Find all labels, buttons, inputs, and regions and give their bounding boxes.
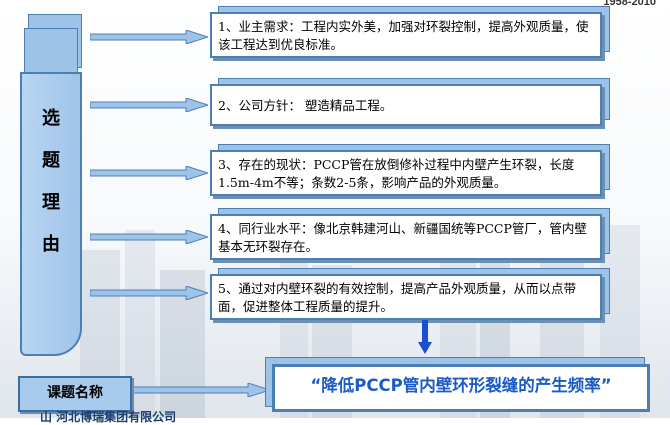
title-arrow-icon (130, 383, 270, 397)
footer-company: 山 河北博瑞集团有限公司 (40, 410, 177, 424)
down-arrow-icon (418, 320, 432, 354)
item-3-box: 3、存在的现状：PCCP管在放倒修补过程中内壁产生环裂，长度1.5m-4m不等；… (210, 150, 602, 196)
item-3-text: 3、存在的现状：PCCP管在放倒修补过程中内壁产生环裂，长度1.5m-4m不等；… (218, 157, 575, 190)
item-5-box: 5、通过对内壁环裂的有效控制，提高产品外观质量，从而以点带面，促进整体工程质量的… (210, 274, 602, 320)
item-2-text: 2、公司方针： 塑造精品工程。 (218, 98, 393, 113)
topic-label: 课题名称 (18, 376, 132, 412)
reason-panel: 选 题 理 由 (18, 14, 82, 360)
item-5-text: 5、通过对内壁环裂的有效控制，提高产品外观质量，从而以点带面，促进整体工程质量的… (218, 281, 576, 314)
reason-char-2: 题 (42, 150, 60, 171)
reason-box: 选 题 理 由 (20, 72, 82, 356)
reason-char-3: 理 (42, 192, 60, 213)
item-4-box: 4、同行业水平：像北京韩建河山、新疆国统等PCCP管厂，管内壁基本无环裂存在。 (210, 214, 602, 260)
header-number: 1958-2010 (603, 0, 656, 8)
arrow-2-icon (90, 98, 208, 112)
item-1-text: 1、业主需求：工程内实外美，加强对环裂控制，提高外观质量，使该工程达到优良标准。 (218, 19, 589, 52)
item-2-box: 2、公司方针： 塑造精品工程。 (210, 84, 602, 126)
item-1-box: 1、业主需求：工程内实外美，加强对环裂控制，提高外观质量，使该工程达到优良标准。 (210, 12, 602, 58)
arrow-5-icon (90, 286, 208, 300)
arrow-3-icon (90, 166, 208, 180)
topic-title: “降低PCCP管内壁环形裂缝的产生频率” (310, 376, 612, 395)
arrow-1-icon (90, 30, 208, 44)
topic-title-box: “降低PCCP管内壁环形裂缝的产生频率” (272, 364, 650, 412)
arrow-4-icon (90, 230, 208, 244)
item-4-text: 4、同行业水平：像北京韩建河山、新疆国统等PCCP管厂，管内壁基本无环裂存在。 (218, 221, 587, 254)
reason-char-4: 由 (42, 234, 60, 255)
reason-char-1: 选 (42, 108, 60, 129)
